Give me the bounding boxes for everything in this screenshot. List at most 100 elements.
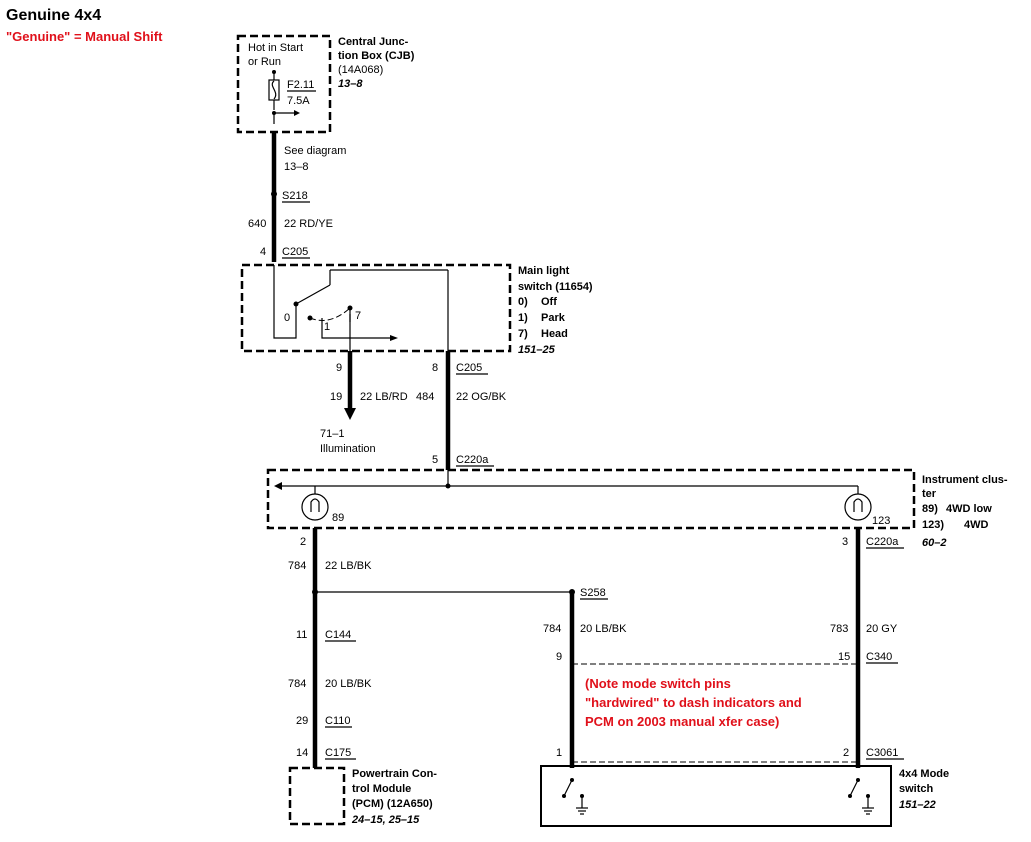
ic-name-line2: ter (922, 488, 937, 500)
illumination-ref: 71–1 (320, 428, 344, 440)
c220a-top-name: C220a (456, 454, 489, 466)
ic-name-line1: Instrument clus- (922, 474, 1008, 486)
contact-0: 0 (284, 312, 290, 324)
mode-switch-left-contact-icon (562, 778, 588, 815)
c205-pin8-name: C205 (456, 362, 482, 374)
cjb-name-line1: Central Junc- (338, 36, 409, 48)
c220a-left-pin: 2 (300, 536, 306, 548)
fuse-icon (268, 72, 280, 110)
pcm-line1: Powertrain Con- (352, 768, 437, 780)
ic-item123: 123) (922, 519, 944, 531)
splice-s258: S258 (580, 587, 606, 599)
bulb-123-icon (844, 493, 872, 521)
note-line3: PCM on 2003 manual xfer case) (585, 714, 779, 729)
c3061-pin-right: 2 (843, 747, 849, 759)
c144-pin: 11 (296, 629, 307, 641)
wire-640-circuit: 640 (248, 218, 266, 230)
mode-switch-line2: switch (899, 783, 934, 795)
pcm-ref: 24–15, 25–15 (351, 814, 420, 826)
c110-pin: 29 (296, 715, 308, 727)
contact-1: 1 (324, 321, 330, 333)
ic-ref: 60–2 (922, 537, 946, 549)
mls-pos0: 0) (518, 296, 528, 308)
wire-484-circuit: 484 (416, 391, 434, 403)
ic-item123-label: 4WD (964, 519, 989, 531)
wire-19-spec: 22 LB/RD (360, 391, 408, 403)
mode-switch-line1: 4x4 Mode (899, 768, 949, 780)
cluster-internal (282, 470, 859, 494)
illumination-arrow-icon (344, 408, 356, 420)
c205-pin8: 8 (432, 362, 438, 374)
c3061-pin-left: 1 (556, 747, 562, 759)
illumination-label: Illumination (320, 443, 376, 455)
mls-pos0-label: Off (541, 296, 557, 308)
bulb-89-label: 89 (332, 512, 344, 524)
bulb-89-icon (301, 493, 329, 521)
diagram-subtitle: "Genuine" = Manual Shift (6, 29, 163, 44)
c220a-right-pin: 3 (842, 536, 848, 548)
pcm-line3: (PCM) (12A650) (352, 798, 433, 810)
fuse-id: F2.11 (287, 79, 314, 91)
c205-top-name: C205 (282, 246, 308, 258)
mode-switch-right-contact-icon (848, 778, 874, 815)
note-line2: "hardwired" to dash indicators and (585, 695, 802, 710)
c144-name: C144 (325, 629, 351, 641)
cjb-branch-arrow-icon (294, 110, 300, 116)
wire-783-spec: 20 GY (866, 623, 898, 635)
c220a-right-name: C220a (866, 536, 899, 548)
instrument-cluster-box (266, 468, 916, 530)
light-switch-internal (273, 265, 449, 351)
cjb-hot-line1: Hot in Start (248, 42, 303, 54)
pcm-line2: trol Module (352, 783, 411, 795)
mls-ref: 151–25 (518, 344, 556, 356)
c175-pin: 14 (296, 747, 308, 759)
mode-switch-ref: 151–22 (899, 799, 936, 811)
diagram-title: Genuine 4x4 (6, 7, 101, 24)
c175-name: C175 (325, 747, 351, 759)
cluster-arrow-icon (274, 482, 282, 490)
wire-784a-spec: 22 LB/BK (325, 560, 372, 572)
c110-name: C110 (325, 715, 350, 727)
wire-783-circuit: 783 (830, 623, 848, 635)
mls-pos7: 7) (518, 328, 528, 340)
pcm-box (288, 766, 346, 826)
wire-784b-spec: 20 LB/BK (325, 678, 372, 690)
wire-784c-circuit: 784 (543, 623, 561, 635)
note-line1: (Note mode switch pins (585, 676, 731, 691)
light-switch-arrow-icon (390, 335, 398, 341)
c3061-name: C3061 (866, 747, 898, 759)
contact-7: 7 (355, 310, 361, 322)
wire-484-spec: 22 OG/BK (456, 391, 507, 403)
cjb-ref: 13–8 (338, 78, 363, 90)
c340-pin-left: 9 (556, 651, 562, 663)
mls-name-line2: switch (11654) (518, 281, 593, 293)
mls-pos7-label: Head (541, 328, 568, 340)
mode-switch-box (540, 765, 892, 827)
c220a-top-pin: 5 (432, 454, 438, 466)
ic-item89: 89) (922, 503, 938, 515)
mls-pos1-label: Park (541, 312, 566, 324)
cjb-name-line2: tion Box (CJB) (338, 50, 415, 62)
cjb-part: (14A068) (338, 64, 383, 76)
fuse-rating: 7.5A (287, 95, 310, 107)
mls-name-line1: Main light (518, 265, 570, 277)
cjb-box (236, 34, 332, 134)
wire-784b-circuit: 784 (288, 678, 306, 690)
c340-name: C340 (866, 651, 892, 663)
splice-s218: S218 (282, 190, 308, 202)
wire-784c-spec: 20 LB/BK (580, 623, 627, 635)
splice-s218-node (271, 191, 277, 197)
mls-pos1: 1) (518, 312, 528, 324)
bulb-123-label: 123 (872, 515, 890, 527)
see-diagram-line2: 13–8 (284, 161, 308, 173)
c205-top-pin: 4 (260, 246, 266, 258)
c205-pin9: 9 (336, 362, 342, 374)
fuse-top-node (272, 70, 276, 74)
ic-item89-label: 4WD low (946, 503, 992, 515)
c340-pin-right: 15 (838, 651, 850, 663)
main-light-switch-box (240, 263, 512, 353)
see-diagram-line1: See diagram (284, 145, 346, 157)
cjb-hot-line2: or Run (248, 56, 281, 68)
wire-784a-circuit: 784 (288, 560, 306, 572)
